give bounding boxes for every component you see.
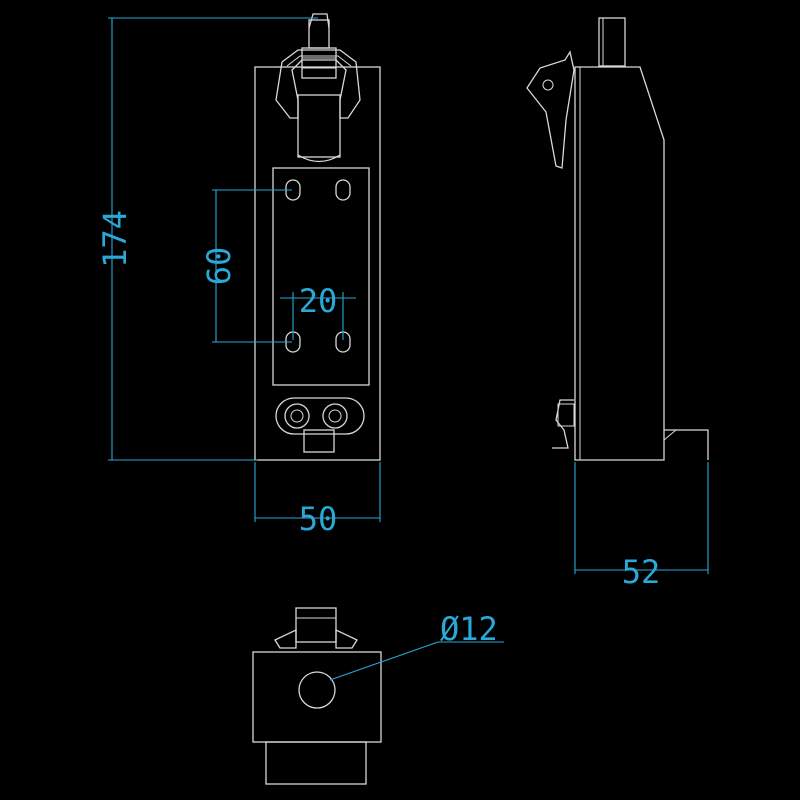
- clamp-inner-line: [286, 55, 352, 67]
- side-hook: [552, 399, 574, 449]
- dim-hole-diameter: Ø12: [329, 610, 504, 681]
- center-hole: [298, 671, 336, 709]
- top-body-outline: [252, 651, 382, 743]
- latch-body: [297, 94, 341, 158]
- clamp-arms: [275, 49, 361, 119]
- top-lower-block: [265, 741, 367, 785]
- dim-overall-height: 174: [96, 17, 318, 461]
- dim-text-174: 174: [96, 210, 134, 268]
- wing-nut: [322, 403, 348, 429]
- mounting-plate: [272, 167, 370, 386]
- wing-nut-center: [290, 409, 304, 423]
- side-bracket: [664, 429, 709, 460]
- mount-hole: [335, 179, 351, 201]
- front-body-outline: [254, 66, 381, 461]
- front-view: [254, 13, 381, 461]
- side-bracket-edge: [663, 429, 677, 441]
- latch-base: [297, 154, 341, 163]
- dim-text-52: 52: [622, 553, 661, 591]
- side-body-outline: [574, 66, 665, 461]
- dim-text-50: 50: [299, 500, 338, 538]
- latch-post-tip: [308, 13, 330, 29]
- top-view: [252, 607, 382, 785]
- side-latch-pivot: [542, 79, 554, 91]
- side-top-post: [598, 17, 626, 67]
- leader-line: [329, 641, 439, 681]
- top-clamp-right: [335, 628, 358, 649]
- dim-text-diameter: Ø12: [440, 610, 498, 648]
- wing-nut: [284, 403, 310, 429]
- side-view: [526, 17, 709, 461]
- dim-front-width: 50: [254, 462, 381, 538]
- side-hook-block: [557, 403, 575, 427]
- side-latch-arm: [526, 50, 575, 169]
- bottom-clip: [303, 429, 335, 453]
- dim-text-60: 60: [200, 247, 238, 286]
- bottom-fasteners: [275, 397, 365, 453]
- wing-nut-center: [328, 409, 342, 423]
- dim-hole-horizontal: 20: [280, 282, 356, 340]
- top-latch: [295, 607, 337, 643]
- latch-handle: [301, 47, 337, 79]
- dim-side-depth: 52: [574, 462, 709, 591]
- latch-mechanism: [275, 13, 361, 163]
- dim-text-20: 20: [299, 282, 338, 320]
- latch-post: [308, 19, 330, 49]
- fastener-plate: [275, 397, 365, 435]
- top-clamp-left: [274, 628, 297, 649]
- dim-hole-vertical: 60: [200, 189, 292, 343]
